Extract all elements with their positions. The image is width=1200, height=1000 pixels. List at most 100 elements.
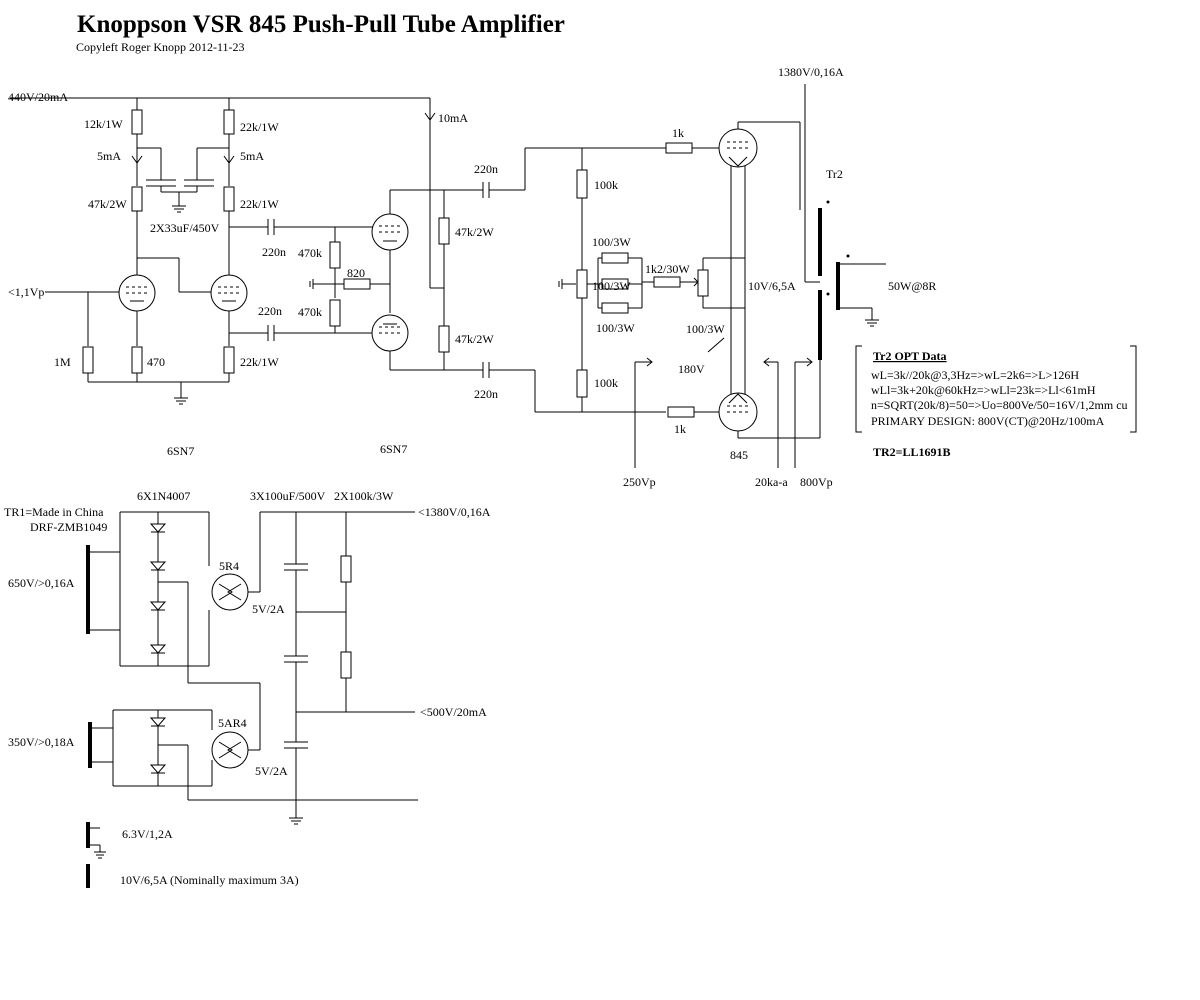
resistor-100-3w-c-label: 100/3W (596, 321, 635, 335)
page-title: Knoppson VSR 845 Push-Pull Tube Amplifie… (77, 11, 565, 38)
wires-second-stage (389, 147, 666, 413)
caps-label: 3X100uF/500V (250, 489, 326, 503)
filament-5v-a-label: 5V/2A (252, 602, 285, 616)
capacitor-220n-1-label: 220n (262, 245, 286, 259)
triode-left-b (210, 274, 248, 312)
tr2-model-label: TR2=LL1691B (873, 445, 951, 459)
opt-data-box (855, 345, 1137, 433)
capacitor-filter-2 (284, 655, 308, 663)
capacitor-filter-3 (284, 741, 308, 749)
capacitor-220n-4-label: 220n (474, 387, 498, 401)
impedance-20ka-label: 20ka-a (755, 475, 788, 489)
resistor-bleeder-1 (340, 555, 352, 583)
resistor-100-3w-b-label: 100/3W (592, 279, 631, 293)
filament-5v-b-label: 5V/2A (255, 764, 288, 778)
resistor-470k-1-label: 470k (298, 246, 322, 260)
resistor-22k-mid (223, 186, 235, 212)
capacitor-220n-1 (267, 219, 275, 235)
resistor-22k-top (223, 109, 235, 135)
supply-440v-label: 440V/20mA (8, 90, 68, 104)
diode-3 (149, 601, 167, 611)
diode-1 (149, 523, 167, 533)
resistor-100-3w-b (601, 278, 629, 290)
capacitor-filter-1 (284, 563, 308, 571)
resistor-820 (343, 278, 371, 290)
triode-845-lower (718, 392, 758, 438)
voltage-250vp-label: 250Vp (623, 475, 656, 489)
rectifier-5ar4-label: 5AR4 (218, 716, 247, 730)
resistor-12k (131, 109, 143, 135)
resistor-100k-b-label: 100k (594, 376, 618, 390)
resistor-47k-b (438, 325, 450, 353)
resistor-1k2-30w (653, 276, 681, 288)
opt-data-line-2: wLl=3k+20k@60kHz=>wLl=23k=>Ll<61mH (871, 383, 1096, 397)
potentiometer-100-3w-right (697, 269, 709, 297)
secondary-350v-label: 350V/>0,18A (8, 735, 75, 749)
diodes-label: 6X1N4007 (137, 489, 190, 503)
current-5ma-right-label: 5mA (240, 149, 264, 163)
resistor-1m-label: 1M (54, 355, 71, 369)
resistor-470 (131, 346, 143, 374)
resistor-22k-bottom-label: 22k/1W (240, 355, 279, 369)
transformer-tr2 (818, 200, 886, 360)
resistor-bleeder-2 (340, 651, 352, 679)
wires-845-grids (692, 147, 720, 413)
rectifier-5ar4 (211, 731, 249, 769)
resistor-470k-2-label: 470k (298, 305, 322, 319)
capacitor-220n-3 (482, 182, 490, 198)
resistor-820-label: 820 (347, 266, 365, 280)
capacitor-220n-4 (482, 362, 490, 378)
resistor-1m (82, 346, 94, 374)
resistor-100k-a (576, 169, 588, 199)
hv-top-label: 1380V/0,16A (778, 65, 844, 79)
diode-2 (149, 561, 167, 571)
resistor-100k-a-label: 100k (594, 178, 618, 192)
resistor-22k-mid-label: 22k/1W (240, 197, 279, 211)
resistor-1k-a (665, 142, 693, 154)
resistor-1k-b-label: 1k (674, 422, 686, 436)
filament-6v3-label: 6.3V/1,2A (122, 827, 173, 841)
capacitor-2x33-label: 2X33uF/450V (150, 221, 220, 235)
resistor-470k-1 (329, 241, 341, 269)
current-5ma-left-label: 5mA (97, 149, 121, 163)
potentiometer-100-3w (576, 269, 588, 299)
resistor-47k-a (438, 217, 450, 245)
wires-power-supply (88, 511, 418, 859)
wires-845-filaments (730, 84, 821, 439)
resistor-100k-b (576, 369, 588, 398)
triode-second-upper (371, 213, 409, 251)
resistor-47k-left-label: 47k/2W (88, 197, 127, 211)
wires-probes (634, 337, 813, 468)
page-subtitle: Copyleft Roger Knopp 2012-11-23 (76, 40, 245, 54)
diode-5 (149, 717, 167, 727)
hv-out-label: <1380V/0,16A (418, 505, 491, 519)
tube-845-label: 845 (730, 448, 748, 462)
resistor-100-3w-a-label: 100/3W (592, 235, 631, 249)
resistor-100-3w-c (601, 302, 629, 314)
supply-rail-440v (10, 97, 440, 289)
filament-10v-label: 10V/6,5A (748, 279, 796, 293)
current-10ma-label: 10mA (438, 111, 468, 125)
tube-6sn7-1-label: 6SN7 (167, 444, 194, 458)
resistor-470k-2 (329, 299, 341, 327)
capacitor-220n-3-label: 220n (474, 162, 498, 176)
voltage-800vp-label: 800Vp (800, 475, 833, 489)
tr2-label: Tr2 (826, 167, 843, 181)
capacitor-220n-2-label: 220n (258, 304, 282, 318)
opt-data-line-1: wL=3k//20k@3,3Hz=>wL=2k6=>L>126H (871, 368, 1079, 382)
opt-data-line-3: n=SQRT(20k/8)=50=>Uo=800Ve/50=16V/1,2mm … (871, 398, 1128, 412)
tr1-label-a: TR1=Made in China (4, 505, 104, 519)
resistor-47k-left (131, 186, 143, 212)
rectifier-5r4-label: 5R4 (219, 559, 239, 573)
transformer-tr1 (86, 545, 92, 888)
secondary-650v-label: 650V/>0,16A (8, 576, 75, 590)
output-50w-label: 50W@8R (888, 279, 936, 293)
resistor-22k-top-label: 22k/1W (240, 120, 279, 134)
resistor-100-3w-d-label: 100/3W (686, 322, 725, 336)
current-arrow-10ma (424, 112, 436, 121)
wires-grid-network (309, 227, 391, 333)
resistor-1k2-label: 1k2/30W (645, 262, 690, 276)
rectifier-5r4 (211, 573, 249, 611)
resistor-47k-a-label: 47k/2W (455, 225, 494, 239)
